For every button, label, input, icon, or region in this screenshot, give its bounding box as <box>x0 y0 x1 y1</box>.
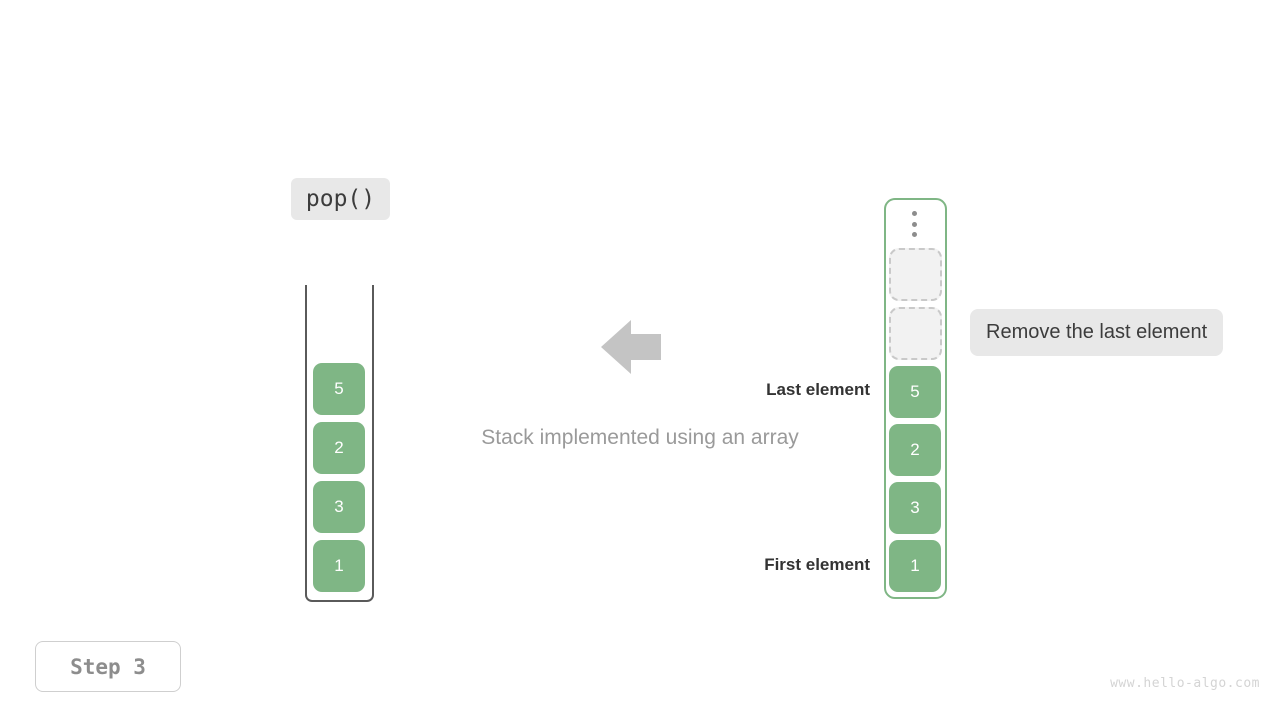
vertical-ellipsis-icon <box>910 211 918 237</box>
step-badge: Step 3 <box>35 641 181 692</box>
caption: Stack implemented using an array <box>0 426 1280 450</box>
watermark: www.hello-algo.com <box>1110 676 1260 691</box>
label-last-element: Last element <box>766 380 870 399</box>
array-slot: 5 <box>889 366 941 418</box>
array-slot: 2 <box>889 424 941 476</box>
array-slot-empty <box>889 248 942 301</box>
ellipsis-dot <box>911 211 917 216</box>
caption-text: Stack implemented using an array <box>481 426 799 449</box>
stack-cell: 5 <box>313 363 365 415</box>
array-slot: 1 <box>889 540 941 592</box>
array-slot: 3 <box>889 482 941 534</box>
ellipsis-dot <box>911 221 917 227</box>
stack-cell-list: 1 3 2 5 <box>313 363 365 592</box>
array-slot-list: 5 2 3 1 <box>889 248 942 592</box>
arrow-left-icon <box>601 319 661 375</box>
stack-cell: 3 <box>313 481 365 533</box>
label-first-element: First element <box>764 555 870 574</box>
stack-container <box>305 285 374 602</box>
stack-cell: 2 <box>313 422 365 474</box>
operation-badge: pop() <box>291 178 390 220</box>
ellipsis-dot <box>911 232 917 237</box>
stack-cell: 1 <box>313 540 365 592</box>
annotation-bubble: Remove the last element <box>970 309 1224 356</box>
array-slot-empty <box>889 307 942 360</box>
